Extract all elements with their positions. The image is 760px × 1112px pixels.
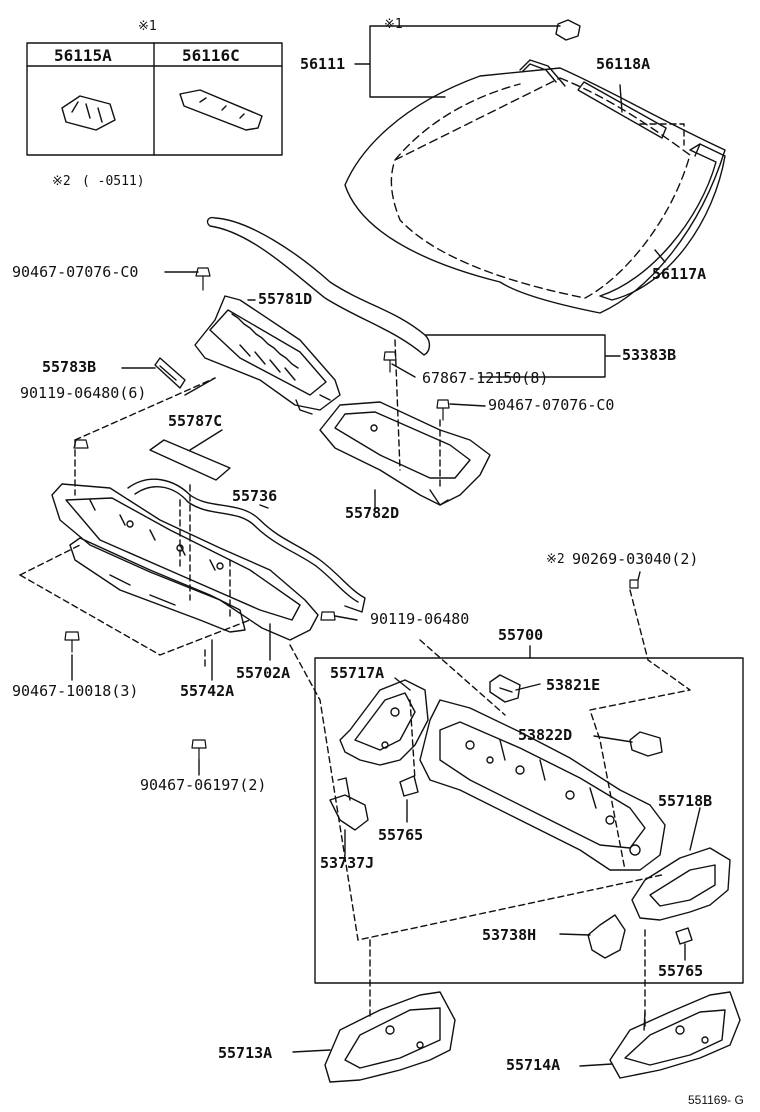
diagram-code: 551169- G bbox=[688, 1093, 744, 1107]
label-56111: 56111 bbox=[300, 55, 346, 73]
label-55702a: 55702A bbox=[236, 664, 291, 682]
label-90467-06197-2: 90467-06197(2) bbox=[140, 776, 267, 794]
inset-box bbox=[26, 42, 283, 156]
assembly-box-55700 bbox=[314, 657, 744, 984]
windshield-glass bbox=[344, 67, 726, 314]
label-56117a: 56117A bbox=[652, 265, 707, 283]
lower-bracket-left bbox=[324, 991, 456, 1083]
label-55713a: 55713A bbox=[218, 1044, 273, 1062]
label-90467-07076-c0-mid: 90467-07076-C0 bbox=[488, 396, 615, 414]
inset-mark: ※1 bbox=[138, 19, 157, 34]
label-53737j: 53737J bbox=[320, 854, 375, 872]
label-90119-06480: 90119-06480 bbox=[370, 610, 470, 628]
dash-panel-main bbox=[419, 699, 666, 871]
label-56118a: 56118A bbox=[596, 55, 651, 73]
label-55736: 55736 bbox=[232, 487, 278, 505]
label-55782d: 55782D bbox=[345, 504, 400, 522]
label-53383b: 53383B bbox=[622, 346, 677, 364]
label-53738h: 53738H bbox=[482, 926, 537, 944]
cowl-louver-left bbox=[194, 295, 341, 415]
lower-bracket-right bbox=[609, 991, 741, 1079]
label-90467-10018-3: 90467-10018(3) bbox=[12, 682, 139, 700]
label-55787c: 55787C bbox=[168, 412, 223, 430]
label-55781d: 55781D bbox=[258, 290, 313, 308]
label-55765-a: 55765 bbox=[378, 826, 424, 844]
label-55700: 55700 bbox=[498, 626, 544, 644]
label-55718b: 55718B bbox=[658, 792, 713, 810]
label-90467-07076-c0-top: 90467-07076-C0 bbox=[12, 263, 139, 281]
cowl-top-panel bbox=[51, 483, 319, 641]
label-55714a: 55714A bbox=[506, 1056, 561, 1074]
note-range: ( -0511) bbox=[82, 174, 145, 189]
label-mark2: ※2 bbox=[546, 552, 565, 567]
label-55783b: 55783B bbox=[42, 358, 97, 376]
label-67867-12150-8: 67867-12150(8) bbox=[422, 369, 549, 387]
label-90269-03040-2: 90269-03040(2) bbox=[572, 550, 699, 568]
label-90119-06480-6: 90119-06480(6) bbox=[20, 384, 147, 402]
cowl-lower-panel bbox=[69, 537, 246, 633]
label-55765-b: 55765 bbox=[658, 962, 704, 980]
note-mark-2: ※2 bbox=[52, 174, 71, 189]
label-55717a: 55717A bbox=[330, 664, 385, 682]
label-mark1: ※1 bbox=[384, 17, 403, 32]
label-53822d: 53822D bbox=[518, 726, 573, 744]
cowl-louver-right bbox=[319, 401, 491, 506]
label-55742a: 55742A bbox=[180, 682, 235, 700]
label-53821e: 53821E bbox=[546, 676, 601, 694]
inset-col-56116c: 56116C bbox=[182, 46, 240, 65]
inset-col-56115a: 56115A bbox=[54, 46, 112, 65]
